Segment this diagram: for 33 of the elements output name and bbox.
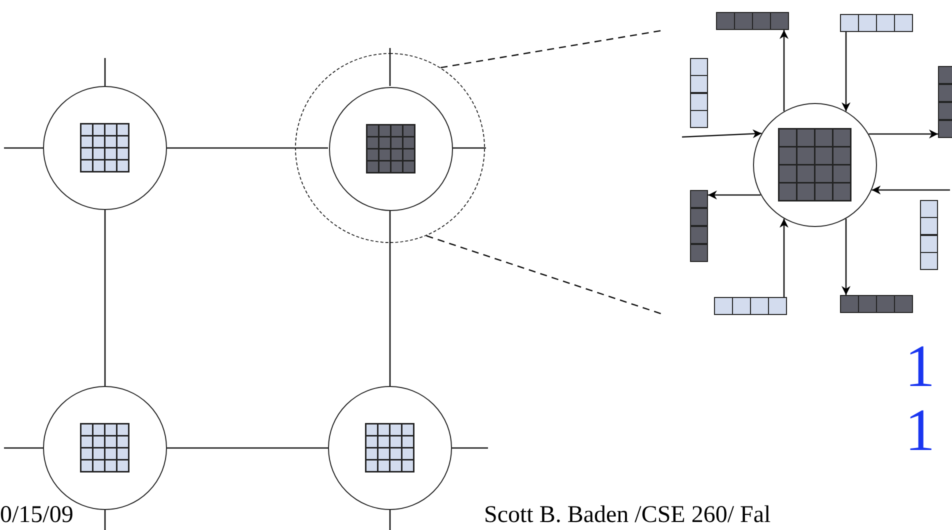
link-line — [104, 58, 106, 86]
arrow — [868, 130, 938, 138]
arrow — [780, 218, 788, 297]
date-text: 0/15/09 — [0, 503, 74, 527]
link-line — [4, 447, 43, 449]
link-line — [389, 510, 391, 530]
data-strip — [840, 14, 913, 32]
data-strip — [714, 297, 787, 315]
link-line — [167, 147, 328, 149]
data-strip — [920, 200, 938, 270]
arrow — [872, 186, 950, 194]
data-strip — [690, 58, 708, 128]
link-line — [452, 447, 488, 449]
link-line — [104, 210, 106, 386]
arrow — [842, 32, 850, 112]
slide-text: 1 — [905, 400, 935, 460]
link-line — [4, 147, 43, 149]
link-line — [389, 210, 391, 386]
arrow — [682, 129, 762, 138]
zoom-ring — [295, 53, 485, 243]
data-strip — [690, 190, 708, 262]
data-strip — [716, 12, 789, 30]
footer-text: Scott B. Baden /CSE 260/ Fal — [484, 503, 771, 527]
arrow — [780, 30, 788, 112]
data-strip — [840, 295, 913, 313]
link-line — [167, 447, 328, 449]
link-line — [389, 48, 391, 86]
arrow — [842, 218, 850, 295]
arrow — [708, 190, 761, 200]
link-line — [452, 147, 486, 149]
data-strip — [938, 66, 952, 138]
link-line — [104, 510, 106, 530]
slide-text: 1 — [905, 336, 935, 396]
